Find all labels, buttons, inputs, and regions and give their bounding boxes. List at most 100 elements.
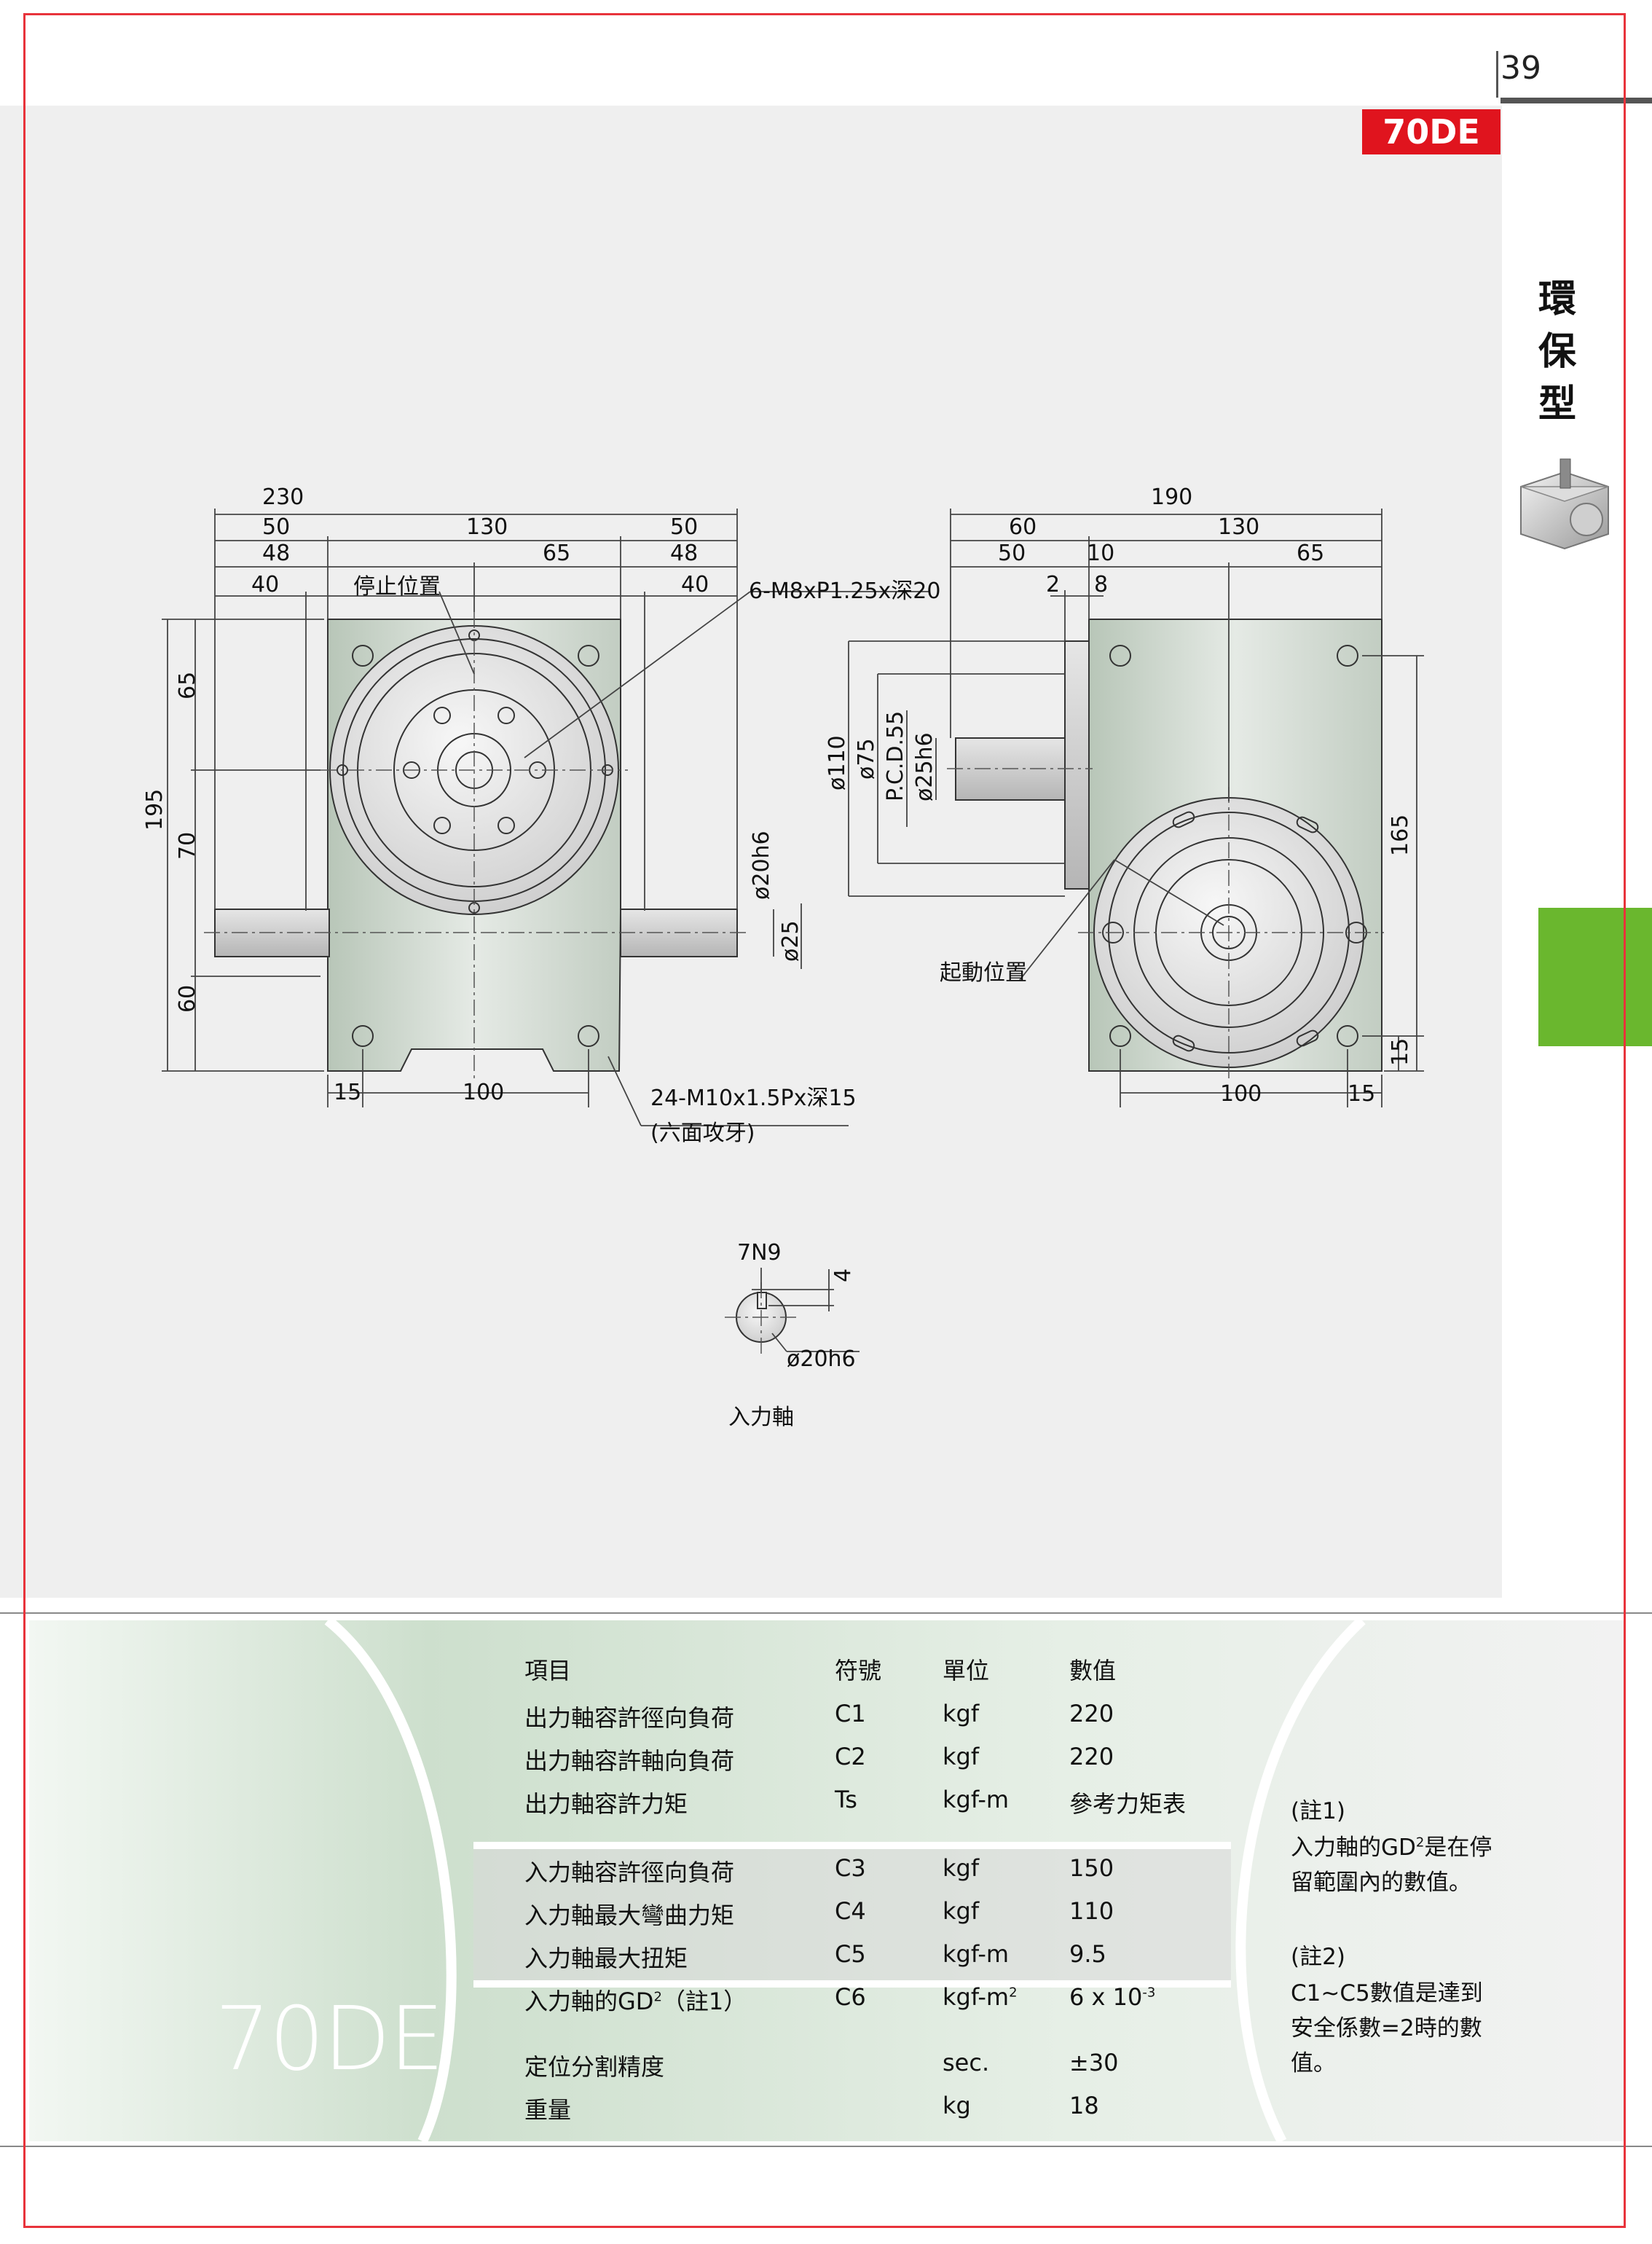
table-row-symbol: C5 — [835, 1940, 866, 1968]
stop-position-label: 停止位置 — [353, 574, 441, 600]
gd2-value-sup: -3 — [1142, 1985, 1156, 2001]
top-thread-callout: 6-M8xP1.25x深20 — [749, 578, 941, 604]
note-1-title: (註1) — [1291, 1798, 1345, 1824]
input-shaft-label: 入力軸 — [728, 1405, 794, 1430]
dim-front-40-left: 40 — [251, 572, 280, 597]
note-1-line-2: 留範圍內的數值。 — [1291, 1870, 1471, 1896]
key-label: 7N9 — [737, 1240, 782, 1266]
dim-side-phi25: ø25h6 — [912, 732, 937, 801]
gd2-item-text: 入力軸的GD — [524, 1988, 654, 2015]
dim-side-15-vertical: 15 — [1388, 1037, 1413, 1066]
bottom-thread-callout: 24-M10x1.5Px深15 — [650, 1086, 857, 1111]
sidebar-char-3: 型 — [1538, 382, 1577, 426]
table-row-unit: kgf — [943, 1854, 980, 1882]
key-depth-label: 4 — [830, 1268, 856, 1282]
table-row-item: 重量 — [524, 2096, 572, 2124]
page-number: 39 — [1500, 50, 1541, 87]
table-row-symbol: C4 — [835, 1897, 866, 1925]
table-row-item: 入力軸最大彎曲力矩 — [524, 1902, 735, 1929]
table-row-value: 220 — [1069, 1700, 1114, 1727]
note-2-line-2: 安全係數=2時的數 — [1291, 2015, 1482, 2041]
start-position-label: 起動位置 — [940, 960, 1027, 986]
dim-side-phi110: ø110 — [825, 735, 850, 790]
big-model-label: 70DE — [215, 1989, 444, 2090]
table-row-value: 220 — [1069, 1743, 1114, 1770]
note-1-line-1: 入力軸的GD2是在停 — [1291, 1829, 1492, 1862]
spec-band — [0, 1612, 1652, 2147]
dim-front-195: 195 — [142, 788, 168, 831]
model-badge: 70DE — [1362, 109, 1500, 154]
dim-front-230: 230 — [262, 484, 304, 510]
dim-front-65-vertical: 65 — [175, 671, 200, 699]
table-row-value: 18 — [1069, 2092, 1099, 2119]
dim-front-130: 130 — [466, 514, 508, 540]
header-rule — [1500, 98, 1652, 103]
dim-front-48-left: 48 — [262, 541, 291, 566]
table-row-unit: kg — [943, 2092, 971, 2119]
dim-side-65: 65 — [1297, 541, 1325, 566]
dim-front-48-right: 48 — [670, 541, 699, 566]
table-row-value: 參考力矩表 — [1069, 1790, 1187, 1818]
table-row-unit: kgf — [943, 1897, 980, 1925]
table-row-value-gd2: 6 x 10-3 — [1069, 1983, 1155, 2011]
table-header-symbol: 符號 — [835, 1657, 882, 1684]
table-header-item: 項目 — [524, 1657, 572, 1684]
dim-front-50-left: 50 — [262, 514, 291, 540]
shaft-dia-label: ø20h6 — [787, 1346, 856, 1372]
table-row-item: 入力軸最大扭矩 — [524, 1945, 688, 1972]
table-row-value: 110 — [1069, 1897, 1114, 1925]
header-rule-vertical — [1496, 51, 1498, 98]
note-2-title: (註2) — [1291, 1944, 1345, 1970]
table-row-unit: kgf-m — [943, 1786, 1010, 1813]
table-header-unit: 單位 — [943, 1657, 990, 1684]
gd2-unit-text: kgf-m — [943, 1983, 1010, 2011]
dim-front-phi25: ø25 — [778, 920, 803, 962]
dim-side-130: 130 — [1218, 514, 1260, 540]
table-row-symbol: C1 — [835, 1700, 866, 1727]
dim-front-40-right: 40 — [681, 572, 709, 597]
dim-front-100: 100 — [463, 1080, 505, 1105]
gd2-item-sup: 2 — [653, 1989, 662, 2005]
table-row-symbol: C2 — [835, 1743, 866, 1770]
dim-side-100: 100 — [1220, 1081, 1262, 1107]
dim-side-165: 165 — [1388, 814, 1413, 856]
sidebar-char-1: 環 — [1538, 278, 1577, 321]
table-row-unit: kgf — [943, 1700, 980, 1727]
section-tab — [1538, 908, 1652, 1046]
note-1-text: 入力軸的GD — [1291, 1835, 1416, 1861]
dim-front-15: 15 — [334, 1080, 362, 1105]
gd2-value-text: 6 x 10 — [1069, 1983, 1143, 2011]
table-row-item-gd2: 入力軸的GD2（註1） — [524, 1983, 747, 2017]
gd2-unit-sup: 2 — [1009, 1985, 1018, 2001]
dim-front-phi20: ø20h6 — [749, 831, 774, 900]
technical-drawing — [162, 509, 1424, 1355]
note-1-text-end: 是在停 — [1424, 1835, 1492, 1861]
table-row-item: 出力軸容許徑向負荷 — [524, 1704, 735, 1732]
dim-side-60: 60 — [1009, 514, 1037, 540]
table-row-value: 9.5 — [1069, 1940, 1106, 1968]
dim-front-50-right: 50 — [670, 514, 699, 540]
table-row-unit-gd2: kgf-m2 — [943, 1983, 1018, 2011]
table-row-item: 出力軸容許力矩 — [524, 1790, 688, 1818]
dim-side-50: 50 — [998, 541, 1026, 566]
table-row-unit: kgf-m — [943, 1940, 1010, 1968]
dim-side-190: 190 — [1151, 484, 1193, 510]
note-2-line-3: 值。 — [1291, 2050, 1336, 2076]
bottom-thread-note: (六面攻牙) — [650, 1121, 755, 1146]
note-1-sup: 2 — [1415, 1835, 1425, 1851]
dim-front-65: 65 — [543, 541, 571, 566]
table-row-value: 150 — [1069, 1854, 1114, 1882]
product-thumbnail — [1520, 458, 1609, 550]
table-row-symbol: C3 — [835, 1854, 866, 1882]
gd2-item-note: （註1） — [661, 1988, 747, 2015]
table-row-unit: kgf — [943, 1743, 980, 1770]
table-row-item: 出力軸容許軸向負荷 — [524, 1747, 735, 1775]
table-header-value: 數值 — [1069, 1657, 1117, 1684]
dim-side-phi75: ø75 — [854, 738, 879, 780]
dim-front-70-vertical: 70 — [175, 831, 200, 860]
dim-side-10: 10 — [1087, 541, 1115, 566]
table-row-item: 入力軸容許徑向負荷 — [524, 1859, 735, 1886]
table-row-unit: sec. — [943, 2049, 990, 2076]
table-row-symbol: Ts — [835, 1786, 857, 1813]
note-2-line-1: C1~C5數值是達到 — [1291, 1980, 1483, 2006]
